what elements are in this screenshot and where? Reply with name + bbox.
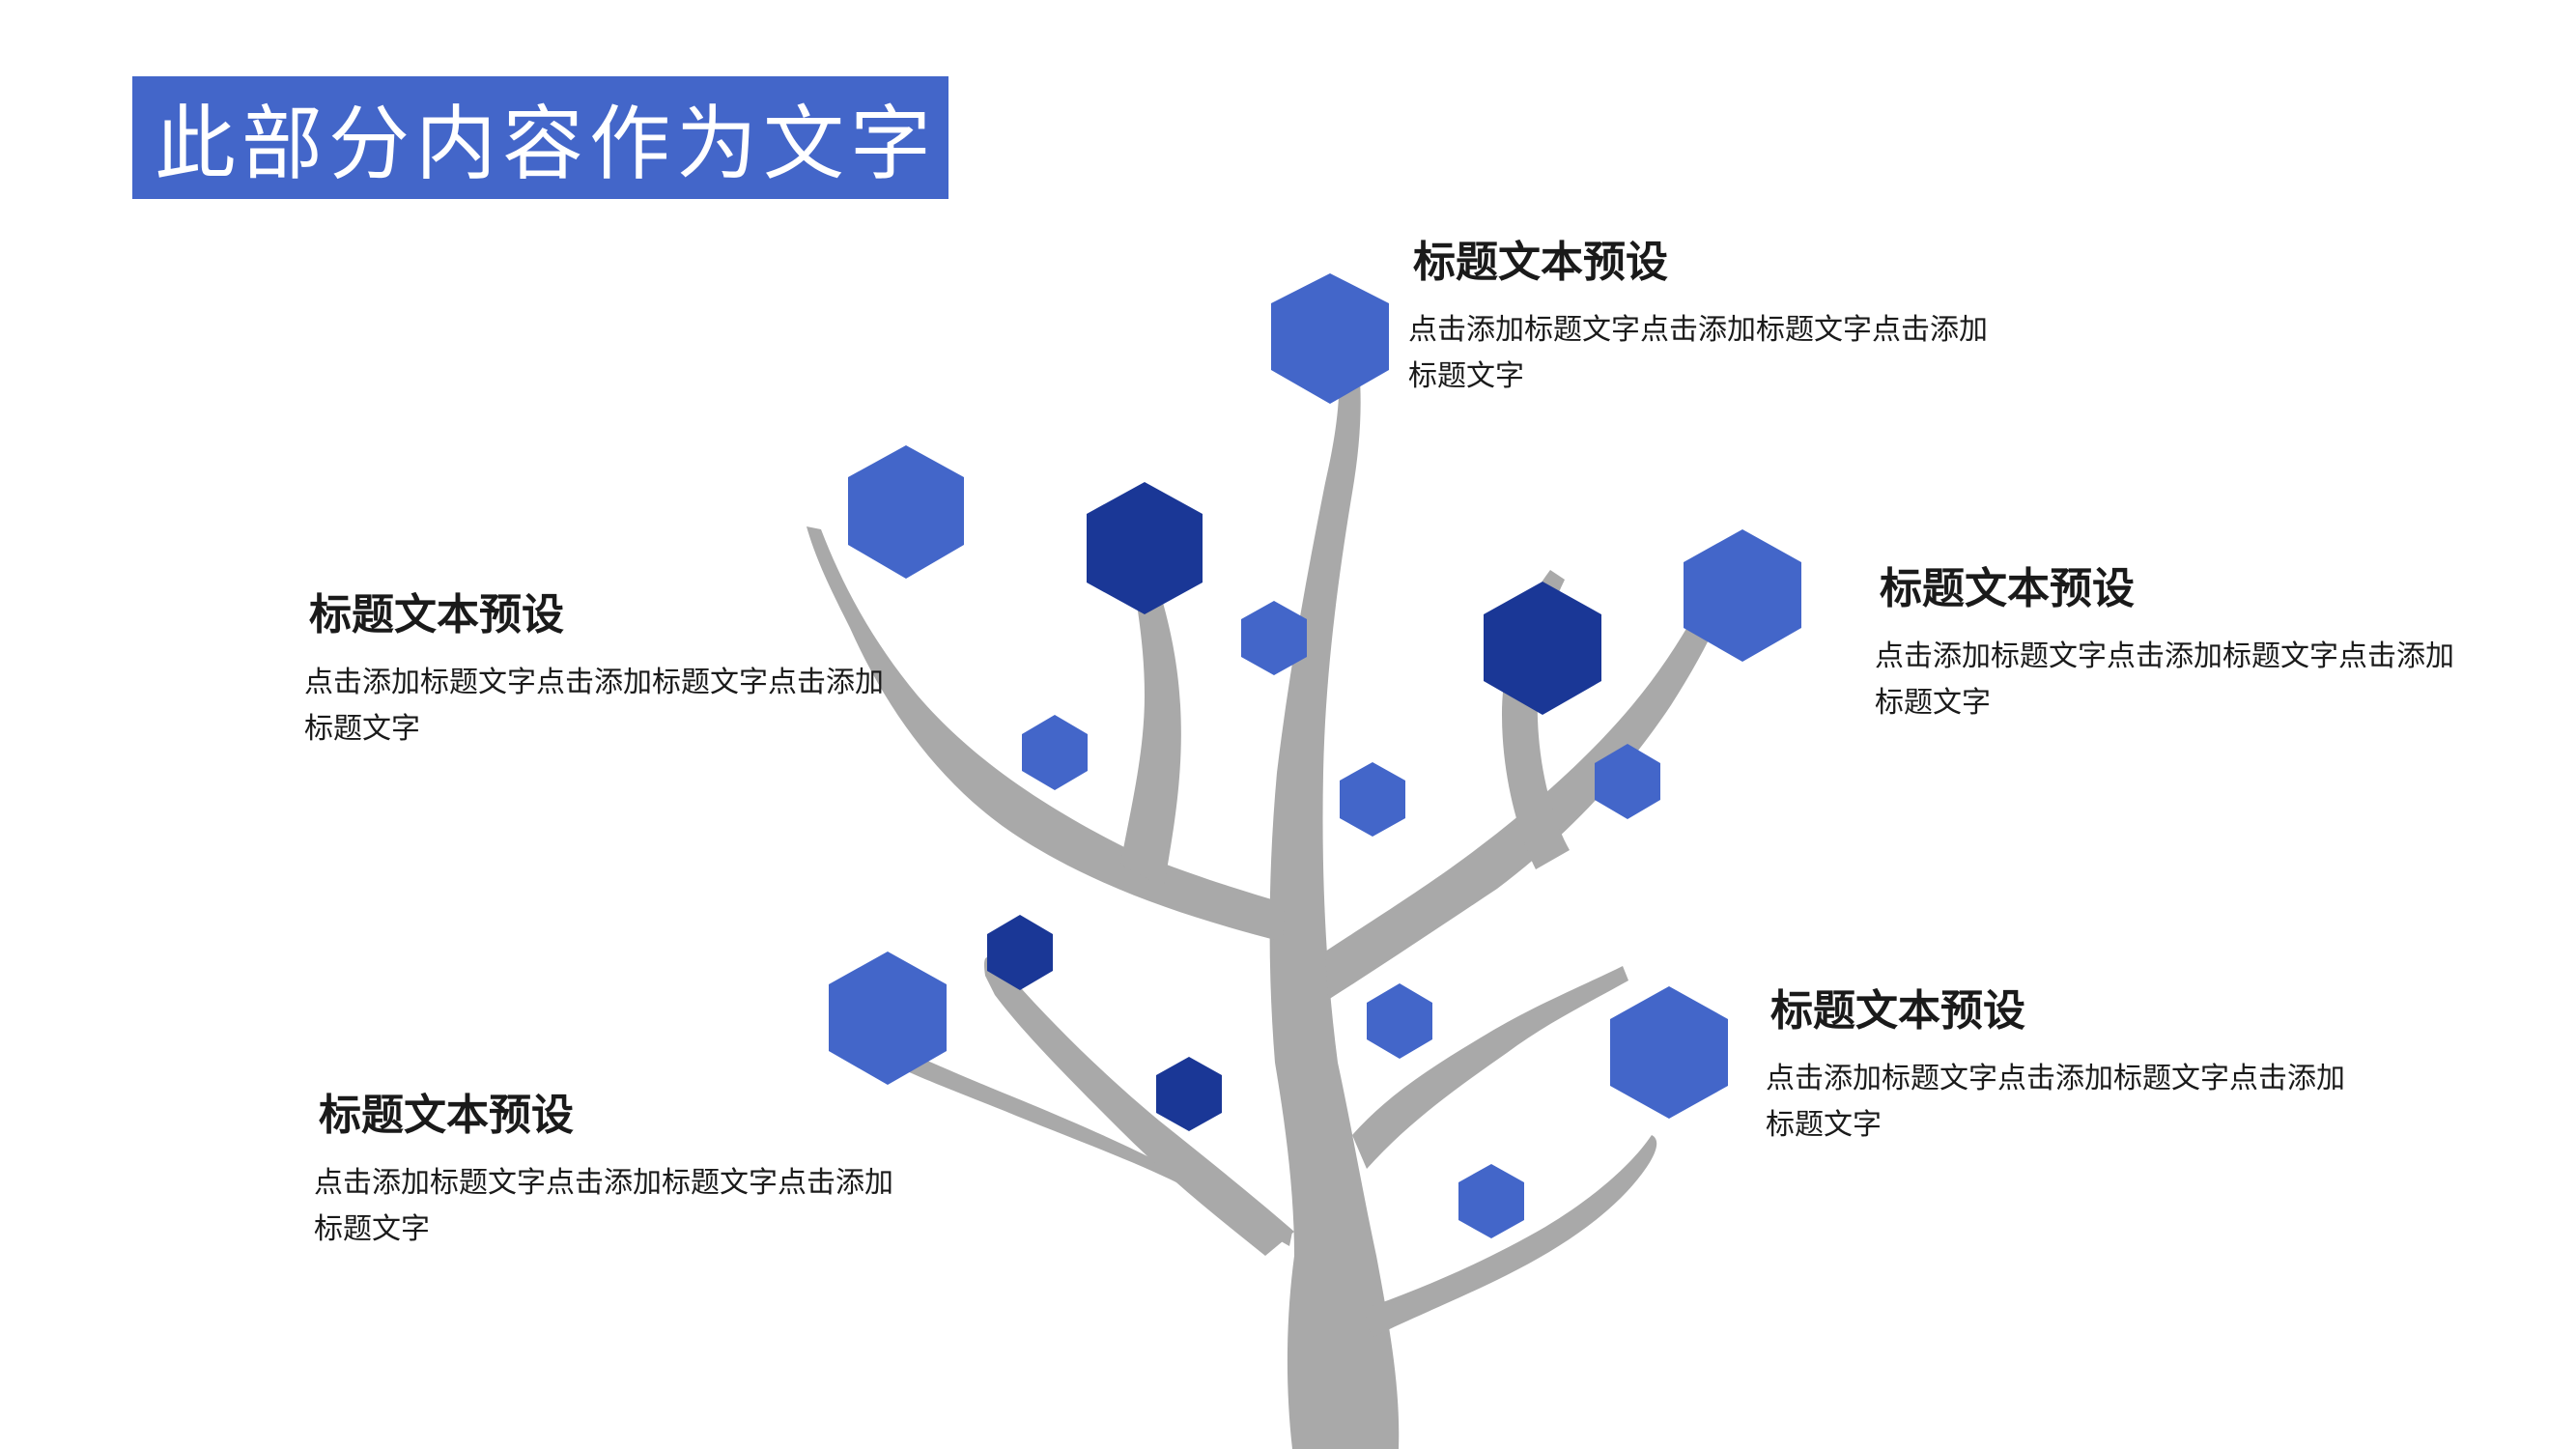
hexagon-node xyxy=(829,952,947,1085)
tree-branch-upper-left xyxy=(807,526,1285,942)
tree-branch-upper-right xyxy=(1325,536,1748,1000)
text-block-heading: 标题文本预设 xyxy=(1413,238,1668,287)
tree-branch-upper-left-fork xyxy=(1120,541,1181,887)
text-block-body: 点击添加标题文字点击添加标题文字点击添加标题文字 xyxy=(304,666,884,746)
hexagon-node xyxy=(1595,744,1660,819)
hexagon-node xyxy=(1684,529,1801,662)
text-block-heading: 标题文本预设 xyxy=(1770,986,2025,1036)
tree-trunk xyxy=(807,307,1748,1449)
page-title-banner: 此部分内容作为文字 xyxy=(132,76,948,199)
hexagon-node xyxy=(1022,715,1088,790)
hexagon-node xyxy=(848,445,964,579)
text-block-body: 点击添加标题文字点击添加标题文字点击添加标题文字 xyxy=(1766,1062,2345,1142)
text-block-lower-left: 标题文本预设 点击添加标题文字点击添加标题文字点击添加标题文字 xyxy=(314,1087,937,1253)
tree-branch-middle-right xyxy=(1352,966,1628,1169)
text-block-body: 点击添加标题文字点击添加标题文字点击添加标题文字 xyxy=(314,1166,893,1246)
tree-trunk-main xyxy=(1269,307,1400,1449)
text-block-heading: 标题文本预设 xyxy=(309,590,564,639)
hexagon-node xyxy=(1367,983,1432,1059)
text-block-right: 标题文本预设 点击添加标题文字点击添加标题文字点击添加标题文字 xyxy=(1875,560,2498,726)
tree-branch-lower-left xyxy=(889,1048,1292,1246)
hexagon-node xyxy=(1484,582,1601,715)
tree-branch-lower-left-long xyxy=(984,956,1294,1256)
hexagon-node xyxy=(987,915,1053,990)
text-block-top: 标题文本预设 点击添加标题文字点击添加标题文字点击添加标题文字 xyxy=(1408,234,2031,400)
hexagon-node xyxy=(1458,1164,1524,1238)
hexagon-node xyxy=(1610,986,1728,1119)
hexagon-node xyxy=(1087,482,1203,614)
hexagon-node xyxy=(1241,601,1307,675)
text-block-heading: 标题文本预设 xyxy=(319,1091,574,1140)
text-block-body: 点击添加标题文字点击添加标题文字点击添加标题文字 xyxy=(1408,313,1988,393)
hexagon-node xyxy=(1340,762,1405,837)
hexagon-node xyxy=(1271,273,1389,404)
text-block-body: 点击添加标题文字点击添加标题文字点击添加标题文字 xyxy=(1875,639,2454,720)
hexagon-node xyxy=(1156,1057,1222,1131)
hexagon-group xyxy=(829,273,1801,1238)
page-title: 此部分内容作为文字 xyxy=(155,97,938,191)
text-block-left: 标题文本预设 点击添加标题文字点击添加标题文字点击添加标题文字 xyxy=(304,586,927,753)
text-block-lower-right: 标题文本预设 点击添加标题文字点击添加标题文字点击添加标题文字 xyxy=(1766,982,2389,1149)
text-block-heading: 标题文本预设 xyxy=(1880,564,2135,613)
tree-branch-lower-right xyxy=(1364,1135,1657,1338)
